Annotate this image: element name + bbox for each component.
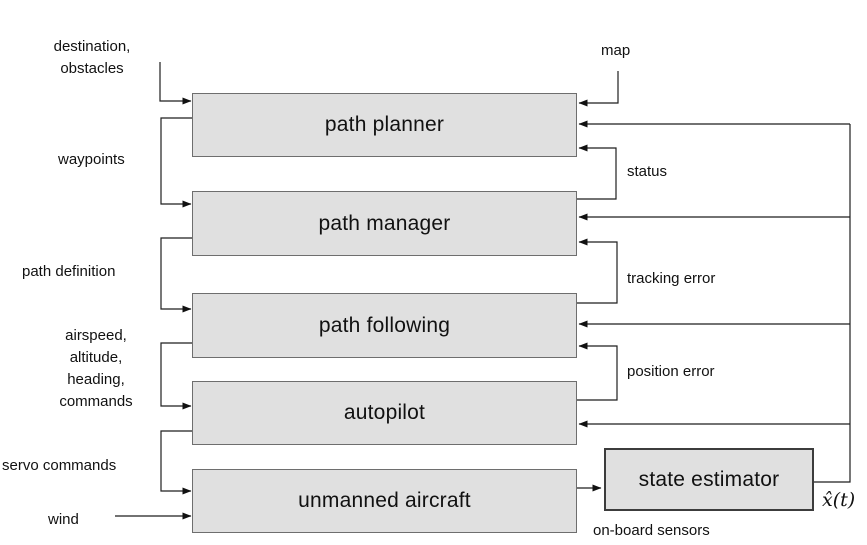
path-manager-label: path manager [318,211,451,235]
unmanned-aircraft-block: unmanned aircraft [192,469,577,533]
autopilot-label: autopilot [343,401,426,424]
connector-path-definition [160,237,192,313]
path-following-block: path following [192,293,577,358]
path-following-label: path following [318,313,451,337]
connector-waypoints [160,117,192,208]
connector-state-estimate-bus [814,124,851,483]
airspeed-commands-label: airspeed, altitude, heading, commands [59,327,133,410]
tracking-error-label: tracking error [627,270,716,287]
state-estimate-xhat-label: x̂(t) [822,489,856,511]
connector-tracking-error-feedback [577,238,618,304]
connector-position-error-feedback [577,342,618,401]
servo-commands-label: servo commands [2,457,117,474]
state-estimator-label: state estimator [638,467,780,491]
connector-map-input [578,71,619,107]
connector-airspeed-commands [160,342,192,410]
wind-label: wind [48,511,79,528]
path-planner-label: path planner [324,113,445,136]
waypoints-label: waypoints [58,151,125,168]
status-label: status [627,163,668,180]
autopilot-block: autopilot [192,381,577,445]
path-planner-block: path planner [192,93,577,157]
on-board-sensors-label: on-board sensors [593,522,710,539]
path-definition-label: path definition [22,263,116,280]
connector-status-feedback [577,144,617,200]
path-manager-block: path manager [192,191,577,256]
connector-servo-commands [160,430,192,495]
connector-destination-input [159,62,192,105]
position-error-label: position error [627,363,715,380]
state-estimator-block: state estimator [604,448,814,511]
unmanned-aircraft-label: unmanned aircraft [298,489,471,512]
destination-obstacles-label: destination, obstacles [53,38,131,77]
map-label: map [601,42,631,59]
